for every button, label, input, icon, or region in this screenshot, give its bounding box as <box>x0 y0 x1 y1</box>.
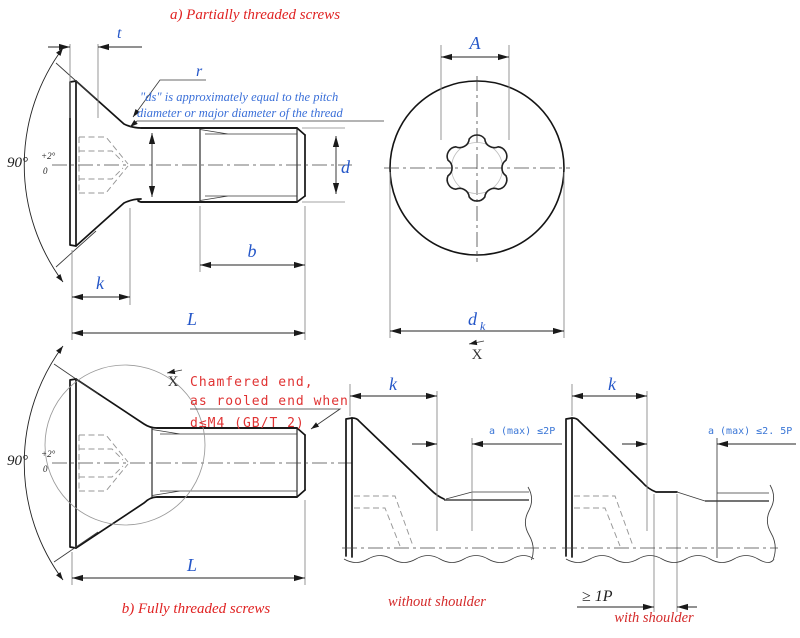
dim-label-A: A <box>469 33 482 53</box>
side-view-fully-threaded <box>23 345 352 585</box>
dim-label-b: b <box>248 241 257 261</box>
end-view-head <box>384 45 570 346</box>
angle-label-bottom: 90° <box>7 453 28 469</box>
angle-tolerance-upper-top: +2° <box>41 151 56 161</box>
dim-label-dk: d <box>468 309 478 329</box>
dim-label-d: d <box>341 157 351 177</box>
ds-note-line1: "ds" is approximately equal to the pitch <box>140 90 338 104</box>
detail-without-shoulder <box>342 384 562 563</box>
angle-tolerance-upper-bottom: +2° <box>41 449 56 459</box>
chamfer-note-line2: as rooled end when <box>190 394 349 409</box>
chamfer-note-line3: d≤M4 (GB/T 2) <box>190 416 305 431</box>
caption-without-shoulder: without shoulder <box>388 594 486 610</box>
view-marker-x-circle: X <box>472 347 483 363</box>
a-max-2p-label: a (max) ≤2P <box>489 426 555 437</box>
dim-label-L-top: L <box>186 309 197 329</box>
min-pitch-label: ≥ 1P <box>582 588 613 605</box>
angle-label-top: 90° <box>7 155 28 171</box>
dim-label-L-bottom: L <box>186 555 197 575</box>
ds-note-line2: diameter or major diameter of the thread <box>137 106 344 120</box>
dim-label-k-middle: k <box>389 374 398 394</box>
dim-label-k-right: k <box>608 374 617 394</box>
view-marker-x-screw: X <box>168 374 179 390</box>
caption-with-shoulder: with shoulder <box>614 610 694 626</box>
title-partially-threaded: a) Partially threaded screws <box>170 7 340 23</box>
torx-socket-outline <box>446 134 508 202</box>
title-fully-threaded: b) Fully threaded screws <box>122 601 271 617</box>
a-max-25p-label: a (max) ≤2. 5P <box>708 426 792 437</box>
detail-with-shoulder <box>562 384 796 612</box>
dim-label-k-top: k <box>96 273 105 293</box>
angle-tolerance-lower-top: 0 <box>43 166 48 176</box>
chamfer-note-line1: Chamfered end, <box>190 375 314 390</box>
dim-label-t: t <box>117 25 122 42</box>
dim-label-dk-subscript: k <box>480 319 486 333</box>
angle-tolerance-lower-bottom: 0 <box>43 464 48 474</box>
side-view-partially-threaded <box>23 43 384 340</box>
dim-label-r: r <box>196 63 203 80</box>
